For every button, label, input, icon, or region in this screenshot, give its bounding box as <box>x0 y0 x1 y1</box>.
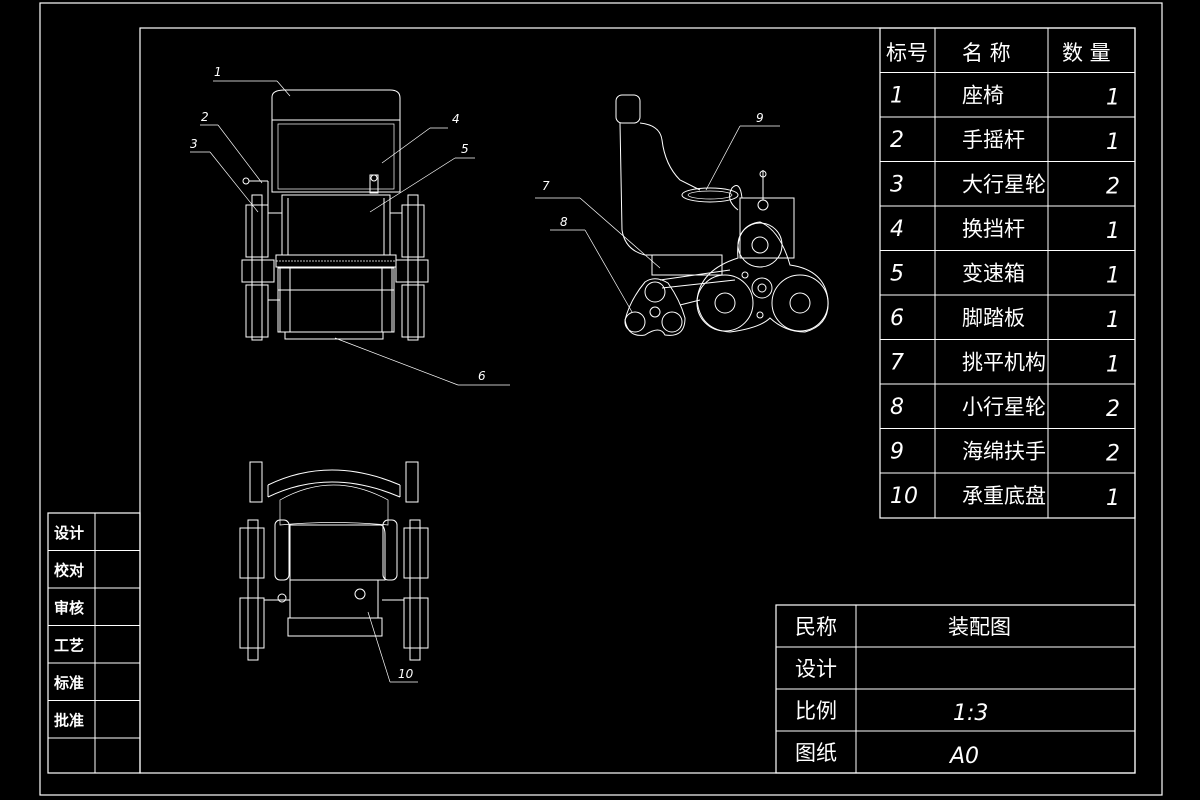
table-row: 10 承重底盘 1 <box>890 484 1120 511</box>
row-index: 6 <box>890 306 904 331</box>
parts-table: 标号 名 称 数 量 1 座椅 1 2 手摇杆 1 3 大行星轮 2 4 换挡杆 1 5 变速箱 1 6 脚踏板 1 7 挑… <box>879 27 1136 519</box>
table-row: 6 脚踏板 1 <box>880 306 1135 340</box>
title-scale-label: 比例 <box>795 699 837 723</box>
row-index: 10 <box>890 484 918 509</box>
row-qty: 1 <box>1106 130 1120 155</box>
callout-1: 1 <box>214 65 222 79</box>
review-label: 标准 <box>53 674 84 692</box>
table-row: 2 手摇杆 1 <box>880 128 1135 162</box>
row-qty: 1 <box>1106 308 1120 333</box>
callout-10: 10 <box>398 667 414 681</box>
row-name: 海绵扶手 <box>962 440 1046 464</box>
header-name: 名 称 <box>962 41 1011 65</box>
row-index: 7 <box>890 351 904 376</box>
callout-7: 7 <box>542 179 550 193</box>
row-index: 3 <box>890 173 904 198</box>
row-index: 5 <box>890 262 904 287</box>
review-label: 审核 <box>54 599 84 617</box>
header-qty: 数 量 <box>1062 41 1111 65</box>
callout-labels: 1 2 3 4 5 6 7 8 9 10 <box>190 65 764 681</box>
title-design-label: 设计 <box>795 657 837 681</box>
front-view <box>190 80 510 386</box>
table-row: 8 小行星轮 2 <box>880 395 1135 429</box>
table-row: 5 变速箱 1 <box>880 262 1135 296</box>
callout-6: 6 <box>478 369 486 383</box>
row-name: 挑平机构 <box>962 351 1046 375</box>
header-index: 标号 <box>886 41 928 65</box>
review-label: 工艺 <box>54 637 84 655</box>
row-index: 9 <box>890 440 904 465</box>
row-qty: 1 <box>1106 486 1120 511</box>
title-scale-value: 1:3 <box>953 701 988 726</box>
row-qty: 1 <box>1106 264 1120 289</box>
title-block: 民称 装配图 设计 比例 1:3 图纸 A0 <box>775 604 1136 774</box>
row-index: 8 <box>890 395 904 420</box>
row-qty: 1 <box>1106 86 1120 111</box>
row-name: 手摇杆 <box>962 128 1025 152</box>
review-label: 校对 <box>54 562 84 580</box>
outer-border <box>39 2 1163 796</box>
side-view <box>535 94 829 336</box>
callout-9: 9 <box>756 111 764 125</box>
row-name: 脚踏板 <box>962 306 1025 330</box>
row-qty: 1 <box>1106 353 1120 378</box>
title-name-label: 民称 <box>795 615 837 639</box>
callout-4: 4 <box>452 112 460 126</box>
row-name: 小行星轮 <box>962 395 1046 419</box>
table-row: 3 大行星轮 2 <box>880 173 1135 207</box>
top-view <box>239 461 429 683</box>
callout-8: 8 <box>560 215 568 229</box>
callout-2: 2 <box>201 110 209 124</box>
row-qty: 2 <box>1106 442 1120 467</box>
row-index: 1 <box>890 84 904 109</box>
row-qty: 1 <box>1106 219 1120 244</box>
title-sheet-value: A0 <box>948 744 979 769</box>
row-name: 变速箱 <box>962 262 1025 286</box>
callout-5: 5 <box>461 142 469 156</box>
table-row: 4 换挡杆 1 <box>880 217 1135 251</box>
row-name: 承重底盘 <box>962 484 1046 508</box>
title-name-value: 装配图 <box>948 615 1011 639</box>
row-name: 大行星轮 <box>962 173 1046 197</box>
review-label: 批准 <box>54 712 84 730</box>
title-sheet-label: 图纸 <box>795 741 837 765</box>
row-name: 换挡杆 <box>962 217 1025 241</box>
callout-3: 3 <box>190 137 198 151</box>
row-qty: 2 <box>1106 397 1120 422</box>
row-index: 4 <box>890 217 904 242</box>
review-label: 设计 <box>54 524 84 542</box>
table-row: 9 海绵扶手 2 <box>880 440 1135 474</box>
row-index: 2 <box>890 128 904 153</box>
table-row: 1 座椅 1 <box>880 84 1135 118</box>
table-row: 7 挑平机构 1 <box>880 351 1135 385</box>
row-qty: 2 <box>1106 175 1120 200</box>
row-name: 座椅 <box>962 84 1004 108</box>
